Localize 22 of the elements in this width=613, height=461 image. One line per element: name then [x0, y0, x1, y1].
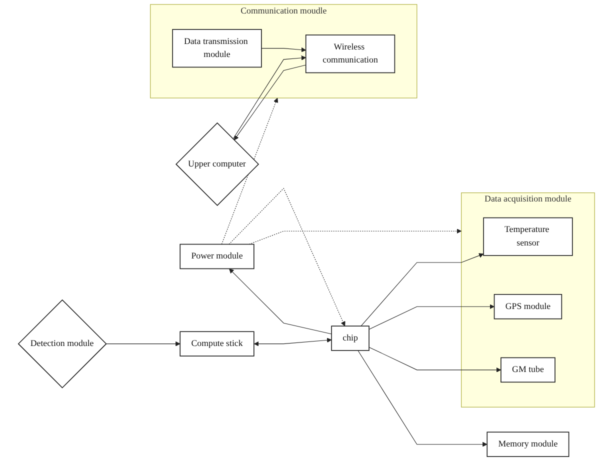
arrow [221, 98, 278, 245]
arrow [261, 47, 306, 52]
node-box: Wireless communication [305, 34, 396, 74]
arrow [228, 188, 346, 326]
arrow [254, 338, 332, 346]
arrow [248, 228, 462, 245]
arrow [368, 346, 502, 372]
arrow [368, 304, 494, 330]
node-box: Memory module [486, 432, 570, 457]
node-box: GPS module [494, 294, 562, 320]
node-box: Power module [180, 244, 254, 270]
node-box: chip [331, 326, 370, 351]
node-box: GM tube [500, 357, 556, 383]
node-box: Data transmission module [172, 29, 262, 68]
arrow [360, 253, 484, 326]
node-diamond: Detection module [18, 299, 107, 388]
node-box: Temperature sensor [483, 217, 573, 256]
node-diamond: Upper computer [176, 122, 260, 206]
arrow [106, 341, 180, 346]
node-box: Compute stick [180, 331, 254, 356]
arrow [358, 350, 488, 447]
arrow [229, 268, 332, 334]
